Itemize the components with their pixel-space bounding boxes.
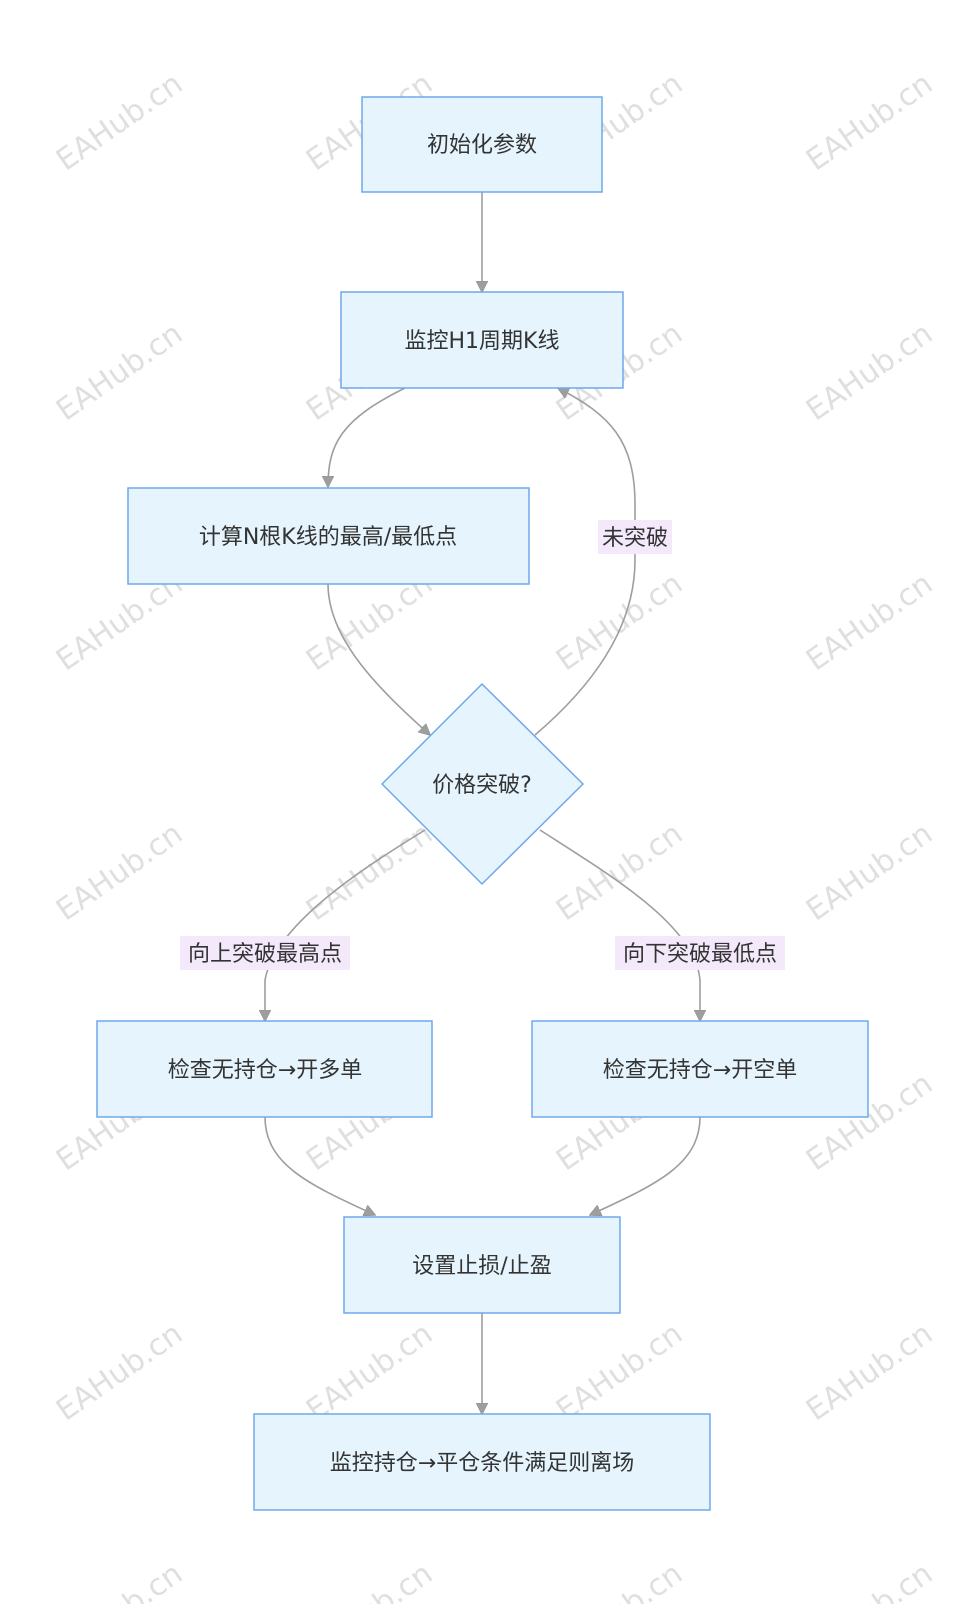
watermark-text: EAHub.cn: [50, 816, 189, 928]
node-set-sl-tp[interactable]: 设置止损/止盈: [343, 1216, 621, 1314]
node-init[interactable]: 初始化参数: [361, 96, 603, 193]
edge-short-to-sltp: [590, 1116, 701, 1215]
watermark-text: EAHub.cn: [800, 566, 939, 678]
watermark-text: EAHub.cn: [550, 816, 689, 928]
edge-labels: 未突破 向上突破最高点 向下突破最低点: [180, 520, 785, 970]
node-box: [127, 487, 530, 585]
nodes: 初始化参数 监控H1周期K线 计算N根K线的最高/最低点 价格突破? 检查无持仓…: [96, 96, 869, 1511]
node-label: 初始化参数: [427, 133, 537, 158]
edge-label-text: 向上突破最高点: [188, 942, 342, 967]
node-breakout-decision[interactable]: 价格突破?: [380, 682, 585, 886]
watermark-text: EAHub.cn: [800, 1556, 939, 1604]
watermark-text: EAHub.cn: [550, 566, 689, 678]
node-label: 价格突破?: [432, 773, 532, 798]
node-label: 检查无持仓→开多单: [168, 1058, 362, 1083]
decision-diamond: [380, 682, 585, 886]
node-monitor-h1[interactable]: 监控H1周期K线: [340, 291, 624, 389]
edge-label-break-up: 向上突破最高点: [180, 936, 350, 970]
edge-monitor-to-calc: [328, 387, 406, 487]
node-open-long[interactable]: 检查无持仓→开多单: [96, 1020, 433, 1118]
node-box: [340, 291, 624, 389]
watermark-text: EAHub.cn: [800, 816, 939, 928]
node-label: 监控持仓→平仓条件满足则离场: [330, 1451, 634, 1476]
node-box: [531, 1020, 869, 1118]
node-box: [361, 96, 603, 193]
watermark-text: EAHub.cn: [550, 1556, 689, 1604]
edge-label-no-breakout: 未突破: [598, 520, 672, 554]
watermark-text: EAHub.cn: [300, 816, 439, 928]
watermark-text: EAHub.cn: [800, 1316, 939, 1428]
node-monitor-close[interactable]: 监控持仓→平仓条件满足则离场: [253, 1413, 711, 1511]
edge-calc-to-decision: [327, 583, 430, 735]
edge-label-bg: [598, 520, 672, 554]
node-box: [253, 1413, 711, 1511]
node-open-short[interactable]: 检查无持仓→开空单: [531, 1020, 869, 1118]
edge-label-text: 向下突破最低点: [623, 942, 777, 967]
watermark-text: EAHub.cn: [50, 66, 189, 178]
edge-label-text: 未突破: [602, 526, 668, 551]
edge-decision-no-breakout: [534, 388, 636, 736]
watermark-text: EAHub.cn: [800, 66, 939, 178]
node-label: 计算N根K线的最高/最低点: [199, 525, 457, 550]
watermark-text: EAHub.cn: [50, 1556, 189, 1604]
watermark-text: EAHub.cn: [800, 316, 939, 428]
node-box: [343, 1216, 621, 1314]
watermark-text: EAHub.cn: [50, 1316, 189, 1428]
edge-label-break-down: 向下突破最低点: [615, 936, 785, 970]
node-label: 设置止损/止盈: [412, 1254, 551, 1279]
watermark-text: EAHub.cn: [550, 1316, 689, 1428]
edge-long-to-sltp: [264, 1116, 375, 1215]
node-box: [96, 1020, 433, 1118]
edge-label-bg: [180, 936, 350, 970]
watermark-text: EAHub.cn: [300, 1316, 439, 1428]
node-label: 监控H1周期K线: [405, 329, 560, 354]
watermark-text: EAHub.cn: [50, 316, 189, 428]
watermark-text: EAHub.cn: [300, 1556, 439, 1604]
node-label: 检查无持仓→开空单: [603, 1058, 797, 1083]
edge-label-bg: [615, 936, 785, 970]
node-calc-high-low[interactable]: 计算N根K线的最高/最低点: [127, 487, 530, 585]
